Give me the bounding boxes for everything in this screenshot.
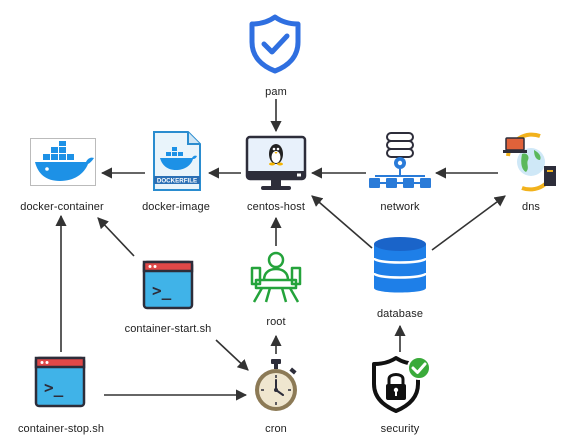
node-label-docker-container: docker-container bbox=[20, 201, 104, 213]
edge-container-start-to-cron bbox=[215, 339, 249, 371]
terminal-prompt-text: >_ bbox=[152, 281, 172, 300]
shield-check-icon bbox=[249, 14, 301, 74]
terminal-prompt-text: >_ bbox=[44, 378, 64, 397]
terminal-icon: >_ bbox=[142, 260, 194, 310]
monitor-linux-icon bbox=[245, 135, 307, 190]
node-label-dns: dns bbox=[521, 201, 541, 213]
network-server-icon bbox=[369, 132, 431, 188]
dns-globe-icon bbox=[503, 132, 556, 192]
node-label-container-stop-sh: container-stop.sh bbox=[17, 423, 105, 435]
node-label-pam: pam bbox=[265, 86, 287, 98]
dockerfile-badge-text: DOCKERFILE bbox=[157, 178, 197, 185]
docker-whale-icon bbox=[30, 138, 96, 186]
node-label-container-start-sh: container-start.sh bbox=[124, 323, 212, 335]
terminal-icon: >_ bbox=[34, 356, 86, 408]
dockerfile-icon: DOCKERFILE bbox=[153, 131, 201, 191]
node-label-cron: cron bbox=[265, 423, 287, 435]
node-label-centos-host: centos-host bbox=[247, 201, 305, 213]
edge-database-to-dns bbox=[431, 195, 506, 251]
database-icon bbox=[372, 237, 428, 293]
padlock-shield-icon bbox=[372, 356, 431, 413]
node-label-docker-image: docker-image bbox=[142, 201, 210, 213]
root-user-icon bbox=[250, 251, 302, 303]
stopwatch-icon bbox=[255, 359, 297, 411]
node-label-root: root bbox=[266, 316, 286, 328]
node-label-network: network bbox=[380, 201, 420, 213]
edge-database-to-centos-host bbox=[311, 195, 373, 249]
node-label-database: database bbox=[376, 308, 424, 320]
edge-container-start-to-docker-image bbox=[97, 217, 135, 257]
node-label-security: security bbox=[380, 423, 420, 435]
